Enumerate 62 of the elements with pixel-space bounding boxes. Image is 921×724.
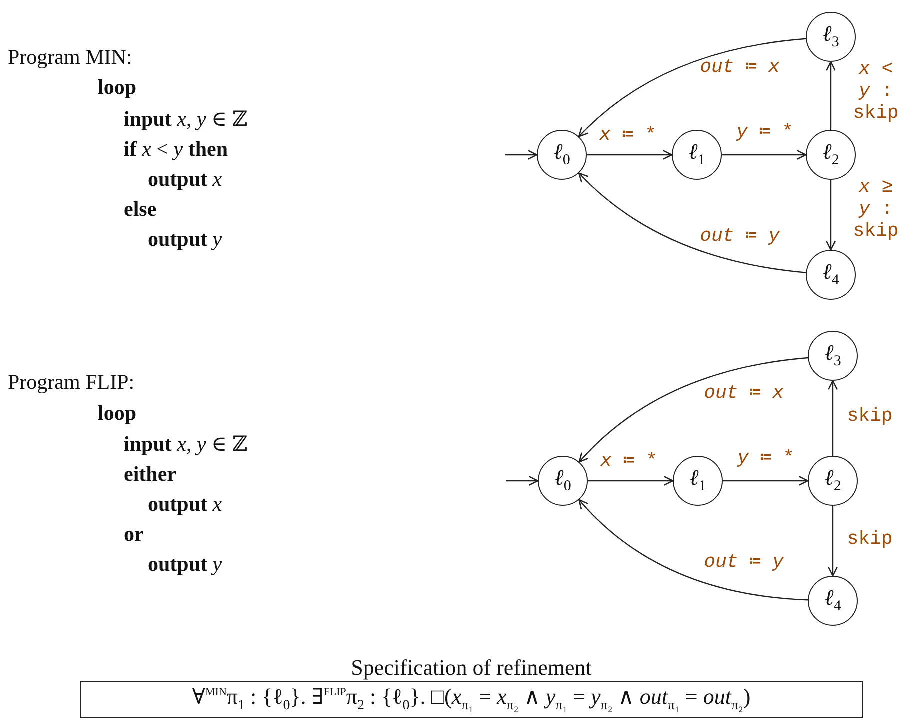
program-line: output x (148, 494, 222, 515)
program-line: input x, y ∈ ℤ (124, 109, 248, 130)
program-line: else (124, 199, 157, 220)
state-circle (808, 331, 858, 381)
state-label: ℓ$_{3}$ (822, 23, 840, 51)
edge-label: skip (847, 406, 893, 428)
arrow (588, 476, 674, 486)
state-circle (806, 130, 856, 180)
state-label: ℓ$_{2}$ (822, 141, 840, 169)
state-circle (538, 456, 588, 506)
state-label: ℓ$_{4}$ (824, 587, 842, 615)
program-line: or (124, 524, 144, 545)
program-line: loop (98, 77, 137, 98)
state-label: ℓ$_{0}$ (554, 467, 572, 495)
program-line: Program MIN: (8, 47, 132, 68)
state-circle (806, 250, 856, 300)
arrow (578, 172, 806, 274)
edge-label: out ≔ x (704, 383, 784, 405)
arrow (826, 61, 836, 130)
state-label: ℓ$_{4}$ (822, 261, 840, 289)
program-line: output y (148, 229, 222, 250)
edge-label: x ≥ y : skip (853, 177, 899, 243)
arrow (828, 506, 838, 577)
state-circle (808, 576, 858, 626)
edge-label: skip (847, 529, 893, 551)
arrow (723, 476, 809, 486)
program-line: output y (148, 554, 222, 575)
arrow (578, 499, 808, 601)
program-line: loop (98, 403, 137, 424)
arrow (506, 476, 539, 486)
program-line: output x (148, 169, 222, 190)
arrow (722, 150, 807, 160)
state-label: ℓ$_{3}$ (824, 342, 842, 370)
state-circle (537, 130, 587, 180)
program-line: input x, y ∈ ℤ (124, 434, 248, 455)
state-circle (672, 130, 722, 180)
edge-label: x ≔ * (599, 125, 657, 147)
arrow (587, 150, 673, 160)
formula-box: ∀$^{MIN}$π$_{1}$ : {ℓ$_{0}$}. ∃$^{FLIP}$π$_{2}$ : {ℓ$_{0}$}. □(x$_{π₁}$ = x$_{π₂}$ ∧ y$_{π₁}$ = y$_{π₂}$ ∧ out$_{π₁}$ = out$_{π₂}$) (80, 681, 863, 718)
arrow (828, 380, 838, 456)
edge-label: out ≔ y (700, 226, 780, 248)
arrow (826, 180, 836, 251)
edge-label: y ≔ * (737, 448, 795, 470)
state-circle (806, 12, 856, 62)
state-circle (808, 456, 858, 506)
edge-label: x < y : skip (853, 59, 899, 125)
state-label: ℓ$_{1}$ (688, 141, 706, 169)
state-circle (673, 456, 723, 506)
program-line: Program FLIP: (8, 372, 135, 393)
arrow (578, 38, 806, 138)
program-line: if x < y then (124, 139, 228, 160)
arrow (505, 150, 538, 160)
edge-label: y ≔ * (736, 122, 794, 144)
spec-heading: Specification of refinement (351, 655, 592, 682)
edge-label: out ≔ x (700, 57, 780, 79)
state-label: ℓ$_{1}$ (690, 467, 706, 495)
edge-label: out ≔ y (704, 552, 784, 574)
state-label: ℓ$_{2}$ (824, 467, 842, 495)
program-line: either (124, 464, 176, 485)
edge-label: x ≔ * (600, 451, 658, 473)
arrow (578, 357, 808, 463)
state-label: ℓ$_{0}$ (554, 141, 570, 169)
